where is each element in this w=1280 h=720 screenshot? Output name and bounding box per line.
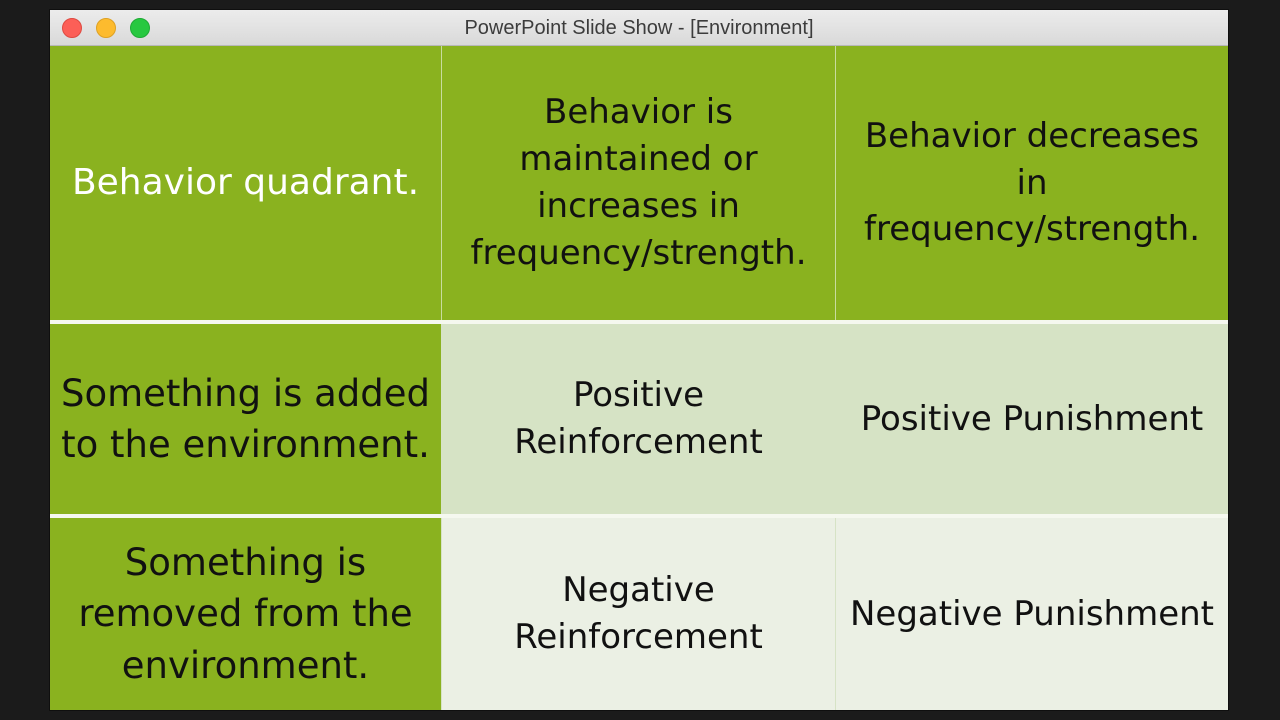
column-divider [441, 324, 442, 514]
column-divider [835, 518, 836, 710]
header-cell-increases: Behavior is maintained or increases in f… [442, 46, 835, 320]
column-divider [835, 324, 836, 514]
column-divider [835, 46, 836, 320]
row-divider [50, 320, 1228, 324]
window-title: PowerPoint Slide Show - [Environment] [464, 17, 814, 39]
column-divider [441, 46, 442, 320]
row-divider [50, 514, 1228, 518]
cell-negative-punishment: Negative Punishment [836, 518, 1228, 710]
row-label-removed: Something is removed from the environmen… [50, 518, 441, 710]
row-label-added: Something is added to the environment. [50, 324, 441, 514]
cell-negative-reinforcement: Negative Reinforcement [442, 518, 835, 710]
header-cell-decreases: Behavior decreases in frequency/strength… [836, 46, 1228, 320]
column-divider [441, 518, 442, 710]
cell-positive-punishment: Positive Punishment [836, 324, 1228, 514]
behavior-quadrant-table: Behavior quadrant. Behavior is maintaine… [50, 46, 1228, 710]
close-window-button[interactable] [62, 18, 82, 38]
title-bar[interactable]: PowerPoint Slide Show - [Environment] [50, 10, 1228, 46]
cell-positive-reinforcement: Positive Reinforcement [442, 324, 835, 514]
zoom-window-button[interactable] [130, 18, 150, 38]
slide-show-window: PowerPoint Slide Show - [Environment] Be… [50, 10, 1228, 710]
header-cell-quadrant: Behavior quadrant. [50, 46, 441, 320]
minimize-window-button[interactable] [96, 18, 116, 38]
